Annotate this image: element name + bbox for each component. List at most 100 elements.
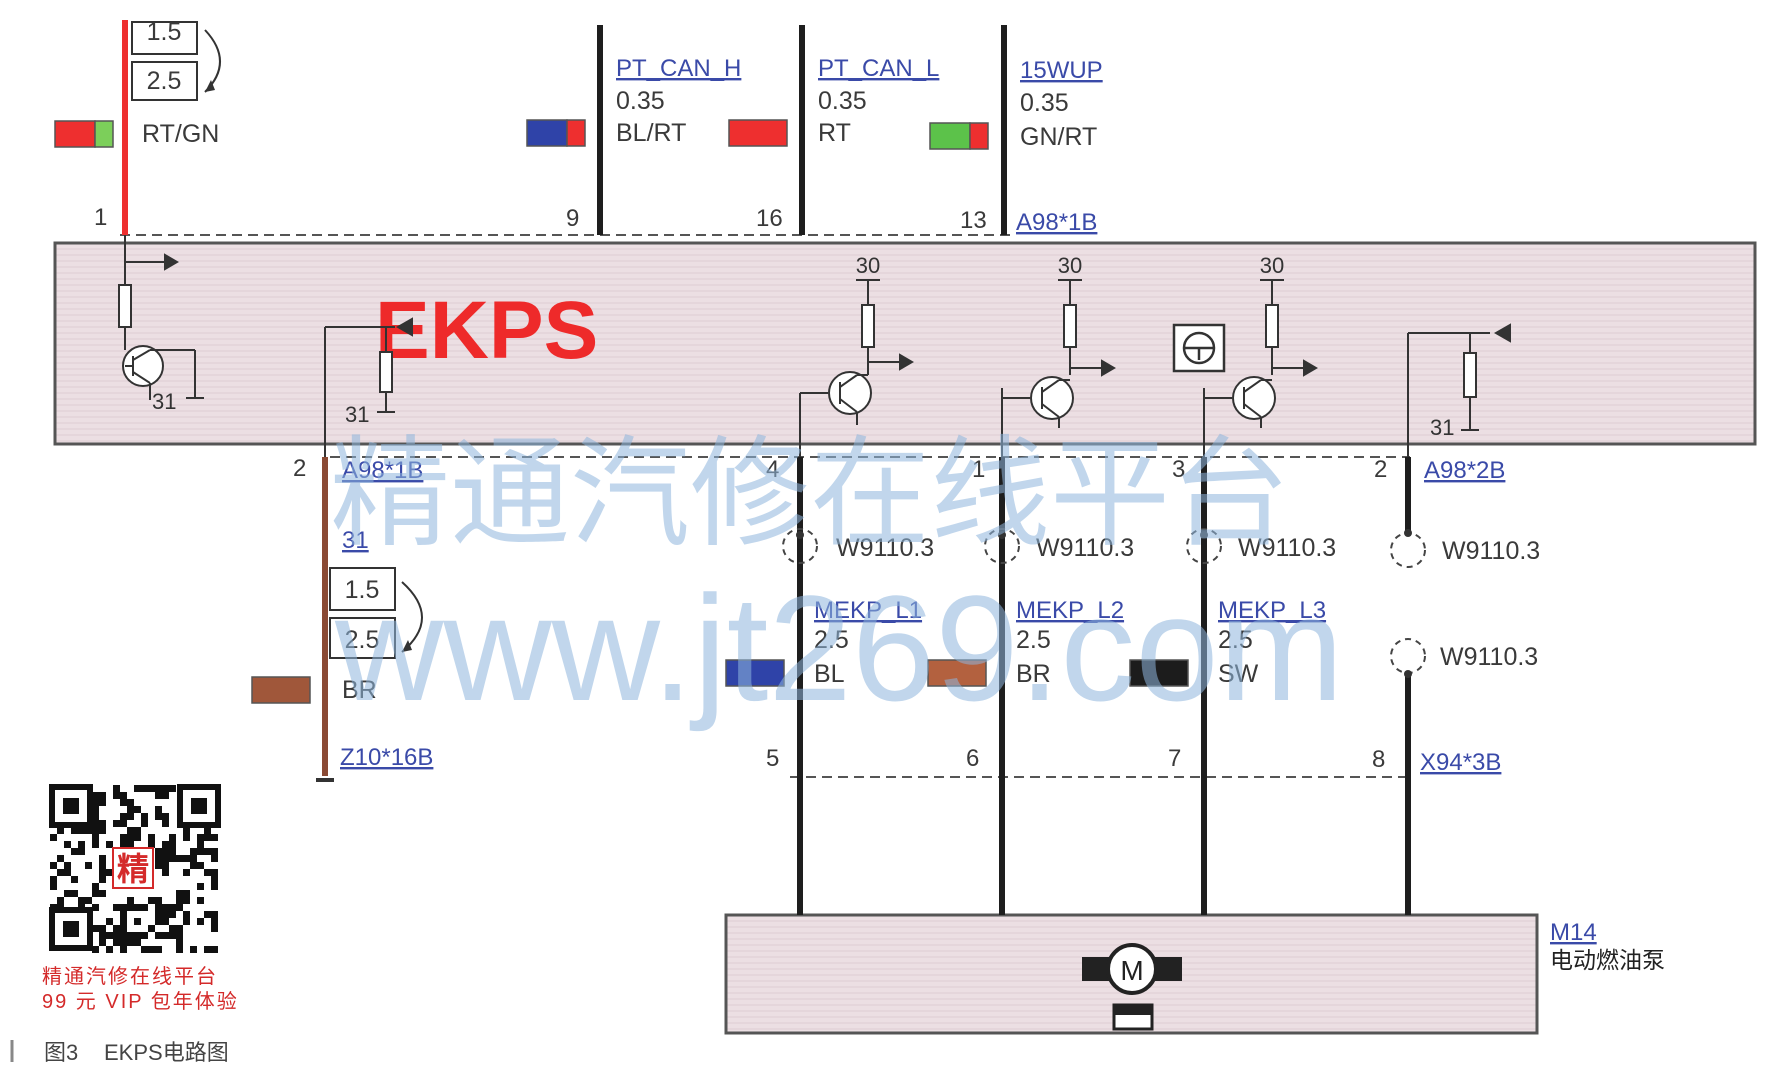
supply-30-2: 30: [1058, 253, 1082, 278]
mekp-l2-size: 2.5: [1016, 626, 1051, 654]
qr-module: [155, 911, 162, 918]
connector-a98-2b[interactable]: A98*2B: [1424, 457, 1505, 484]
qr-module: [169, 834, 176, 841]
pin-1-bottom-label: 1: [972, 456, 985, 483]
qr-module: [113, 792, 120, 799]
signal-mekp-l3[interactable]: MEKP_L3: [1218, 597, 1326, 624]
ground-color-code: BR: [342, 676, 377, 704]
connector-a98-1b-top[interactable]: A98*1B: [1016, 209, 1097, 236]
qr-module: [85, 827, 92, 834]
qr-module: [162, 841, 169, 848]
qr-module: [92, 827, 99, 834]
ecu-box: [53, 241, 1757, 446]
qr-module: [99, 869, 106, 876]
qr-module: [78, 841, 85, 848]
signal-31[interactable]: 31: [342, 527, 369, 554]
qr-module: [197, 883, 204, 890]
qr-module: [197, 862, 204, 869]
qr-module: [176, 939, 183, 946]
qr-module: [176, 925, 183, 932]
connector-x94-3b[interactable]: X94*3B: [1420, 749, 1501, 776]
qr-module: [50, 862, 57, 869]
caption-text: EKPS电路图: [104, 1040, 229, 1065]
qr-module: [169, 841, 176, 848]
splice-4: W9110.3: [1442, 537, 1540, 565]
qr-module: [99, 862, 106, 869]
qr-module: [92, 925, 99, 932]
qr-module: [57, 897, 64, 904]
qr-module: [57, 869, 64, 876]
qr-module: [169, 932, 176, 939]
qr-module: [204, 869, 211, 876]
qr-module: [162, 932, 169, 939]
qr-module: [92, 883, 99, 890]
qr-module: [169, 855, 176, 862]
splice-3: W9110.3: [1238, 534, 1336, 562]
wire-pin-13: 15WUP 0.35 GN/RT 13 A98*1B: [929, 25, 1103, 236]
qr-module: [99, 932, 106, 939]
signal-mekp-l2[interactable]: MEKP_L2: [1016, 597, 1124, 624]
signal-pt-can-h[interactable]: PT_CAN_H: [616, 55, 741, 82]
qr-module: [120, 925, 127, 932]
qr-module: [211, 876, 218, 883]
signal-pt-can-l[interactable]: PT_CAN_L: [818, 55, 939, 82]
qr-module: [183, 834, 190, 841]
qr-module: [64, 862, 71, 869]
qr-module: [127, 827, 134, 834]
color-swatch-rtgn-red: [54, 120, 96, 148]
qr-module: [50, 834, 57, 841]
connector-a98-1b-bottom[interactable]: A98*1B: [342, 457, 423, 484]
qr-module: [162, 855, 169, 862]
qr-module: [57, 855, 64, 862]
qr-module: [148, 841, 155, 848]
wire-mekp-l1: 4 W9110.3 MEKP_L1 2.5 BL 5: [725, 456, 934, 915]
qr-module: [64, 890, 71, 897]
qr-module: [92, 904, 99, 911]
qr-module: [183, 918, 190, 925]
splice-1: W9110.3: [836, 534, 934, 562]
ecu-output-stage-3: [1203, 279, 1318, 457]
qr-module: [120, 813, 127, 820]
qr-module: [120, 841, 127, 848]
qr-module: [120, 834, 127, 841]
qr-module: [134, 904, 141, 911]
qr-module: [176, 897, 183, 904]
supply-30-1: 30: [856, 253, 880, 278]
qr-module: [99, 799, 106, 806]
qr-module: [176, 946, 183, 953]
ground-point-z10[interactable]: Z10*16B: [340, 744, 433, 771]
qr-module: [99, 939, 106, 946]
qr-module: [162, 862, 169, 869]
qr-module: [106, 841, 113, 848]
qr-module: [99, 876, 106, 883]
qr-module: [99, 792, 106, 799]
pin-9-label: 9: [566, 205, 579, 232]
qr-module: [162, 904, 169, 911]
signal-mekp-l1[interactable]: MEKP_L1: [814, 597, 922, 624]
qr-module: [176, 890, 183, 897]
qr-module: [99, 855, 106, 862]
signal-15wup[interactable]: 15WUP: [1020, 57, 1103, 84]
color-swatch-rt: [728, 119, 788, 147]
qr-module: [141, 904, 148, 911]
ecu-output-stage-2: [1001, 279, 1116, 457]
qr-module: [211, 911, 218, 918]
qr-module: [92, 799, 99, 806]
qr-module: [85, 897, 92, 904]
qr-module: [71, 848, 78, 855]
qr-module: [190, 848, 197, 855]
color-swatch-br-2: [927, 659, 987, 687]
qr-module: [106, 918, 113, 925]
motor-id[interactable]: M14: [1550, 919, 1597, 946]
qr-module: [71, 827, 78, 834]
qr-module: [155, 918, 162, 925]
qr-module: [162, 918, 169, 925]
ecu-output-stage-1: [799, 279, 914, 457]
qr-module: [204, 946, 211, 953]
qr-module: [71, 890, 78, 897]
qr-module: [106, 946, 113, 953]
wire-1-color-code: RT/GN: [142, 120, 219, 148]
qr-module: [148, 785, 155, 792]
qr-module: [169, 785, 176, 792]
qr-module: [92, 806, 99, 813]
